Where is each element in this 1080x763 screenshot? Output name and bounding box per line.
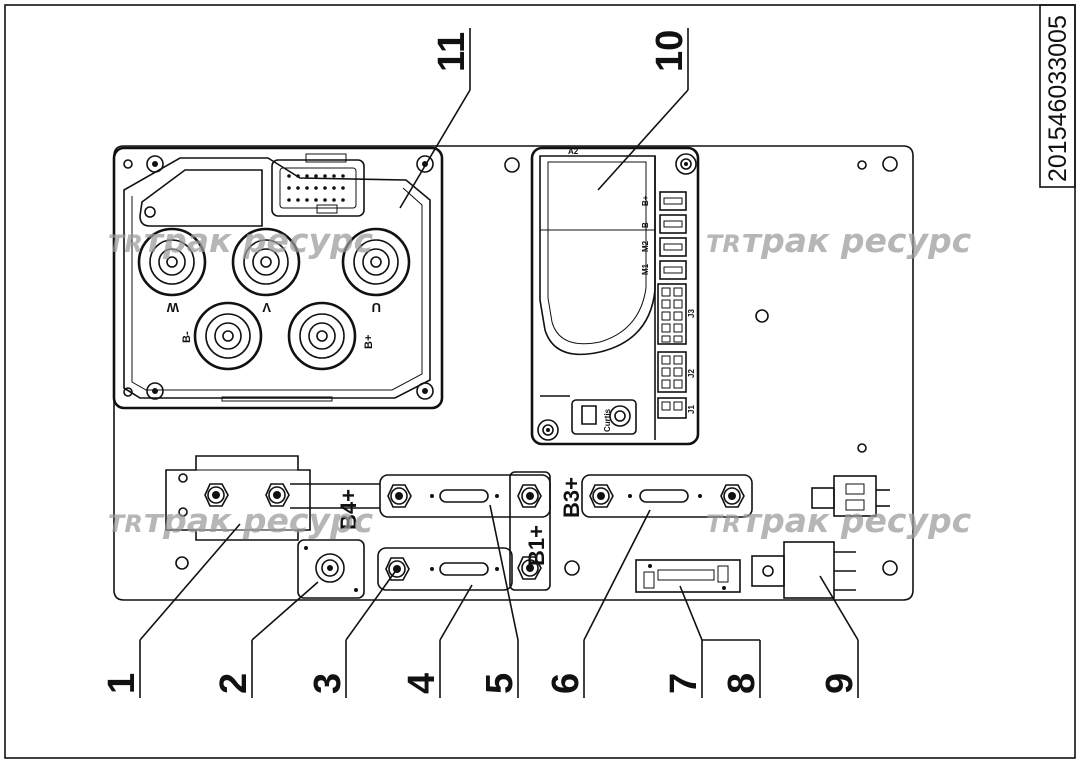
watermark-left-top: TR трак ресурс xyxy=(108,221,374,260)
watermark-logo: TR xyxy=(108,510,143,538)
watermark-right-bottom: TR трак ресурс xyxy=(706,501,972,540)
terminal-label-v: V xyxy=(262,300,271,315)
terminal-u xyxy=(341,227,411,297)
drawing-frame xyxy=(4,4,1076,759)
plate-hole xyxy=(882,560,898,576)
motor-controller: W V U B- B+ xyxy=(112,146,444,410)
callout-1: 1 xyxy=(101,673,143,694)
connector-j2 xyxy=(657,351,687,393)
relay xyxy=(751,541,856,599)
busbar-label-b1: B1+ xyxy=(524,525,549,566)
callout-5: 5 xyxy=(479,673,521,694)
watermark-text: трак ресурс xyxy=(742,501,972,540)
terminal-label-b-minus-small: B- xyxy=(641,219,650,228)
main-contactor-bracket xyxy=(165,455,311,541)
signal-connector-icon xyxy=(271,159,365,217)
terminal-label-m1: M1 xyxy=(641,263,650,275)
watermark-logo: TR xyxy=(706,510,741,538)
terminal-b-minus xyxy=(193,301,263,371)
terminal-label-w: W xyxy=(166,300,179,315)
connector-label-j2: J2 xyxy=(687,369,696,378)
module-label-top: A2 xyxy=(568,147,579,156)
curtis-label: Curtis xyxy=(603,408,612,432)
terminal-label-b-plus: B+ xyxy=(363,335,375,349)
callout-8: 8 xyxy=(721,673,763,694)
callout-2: 2 xyxy=(213,673,255,694)
plate-hole xyxy=(175,556,189,570)
connector-label-j1: J1 xyxy=(687,405,696,414)
watermark-right-top: TR трак ресурс xyxy=(706,221,972,260)
plate-hole xyxy=(504,157,520,173)
connector-j1 xyxy=(657,397,687,419)
terminal-w xyxy=(137,227,207,297)
callout-9: 9 xyxy=(819,673,861,694)
callout-3: 3 xyxy=(307,673,349,694)
busbar-b4 xyxy=(290,474,551,518)
watermark-text: трак ресурс xyxy=(742,221,972,260)
terminal-label-b-minus: B- xyxy=(181,331,193,343)
watermark-text: трак ресурс xyxy=(144,221,374,260)
terminal-b-plus xyxy=(287,301,357,371)
callout-7: 7 xyxy=(663,673,705,694)
plate-hole xyxy=(857,160,867,170)
callout-11: 11 xyxy=(431,32,473,72)
fuse-busbar xyxy=(377,547,513,591)
busbar-b3 xyxy=(581,474,753,518)
plate-hole xyxy=(882,156,898,172)
document-number-box xyxy=(1039,4,1076,188)
busbar-label-b4: B4+ xyxy=(336,489,361,530)
aux-connector xyxy=(811,475,890,517)
document-number: 201546033005 xyxy=(1044,15,1072,182)
plate-hole xyxy=(857,443,867,453)
watermark-logo: TR xyxy=(706,230,741,258)
watermark-left-bottom: TR трак ресурс xyxy=(108,501,374,540)
terminal-block xyxy=(297,539,365,599)
callout-10: 10 xyxy=(649,30,691,72)
terminal-v xyxy=(231,227,301,297)
connector-j3 xyxy=(657,283,687,345)
terminal-label-u: U xyxy=(372,300,381,315)
plate-hole xyxy=(564,560,580,576)
leader-lines xyxy=(139,28,859,698)
busbar-label-b3: B3+ xyxy=(559,477,584,518)
curtis-badge xyxy=(571,399,637,435)
plate-hole xyxy=(755,309,769,323)
watermark-text: трак ресурс xyxy=(144,501,374,540)
terminal-label-b-plus-small: B+ xyxy=(641,195,650,206)
drive-module: B+ B- M2 M1 A2 J3 J2 J1 Curtis xyxy=(530,146,700,446)
terminal-label-m2: M2 xyxy=(641,240,650,252)
callout-4: 4 xyxy=(401,673,443,694)
watermark-logo: TR xyxy=(108,230,143,258)
connector-label-j3: J3 xyxy=(687,309,696,318)
control-fuse-holder xyxy=(635,559,741,593)
busbar-b1 xyxy=(509,471,551,591)
callout-6: 6 xyxy=(545,673,587,694)
